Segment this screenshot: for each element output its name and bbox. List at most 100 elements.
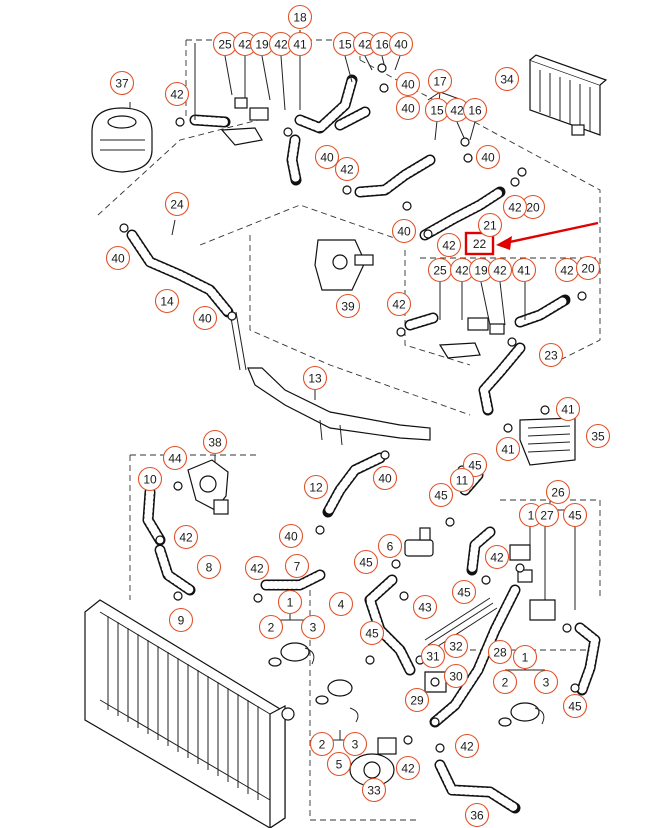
callout-42[interactable]: 42 (232, 31, 258, 57)
callout-39[interactable]: 39 (335, 293, 361, 319)
bracket (424, 671, 447, 693)
callout-42[interactable]: 42 (436, 232, 462, 258)
callout-40[interactable]: 40 (372, 465, 398, 491)
callout-17[interactable]: 17 (427, 68, 453, 94)
callout-1[interactable]: 1 (512, 644, 538, 670)
callout-10[interactable]: 10 (137, 466, 163, 492)
callout-42[interactable]: 42 (449, 257, 475, 283)
callout-40[interactable]: 40 (314, 144, 340, 170)
callout-label: 42 (358, 37, 372, 51)
callout-42[interactable]: 42 (352, 31, 378, 57)
callout-31[interactable]: 31 (420, 643, 446, 669)
callout-45[interactable]: 45 (562, 502, 588, 528)
callout-12[interactable]: 12 (303, 474, 329, 500)
callout-36[interactable]: 36 (464, 802, 490, 828)
callout-40[interactable]: 40 (278, 523, 304, 549)
callout-25[interactable]: 25 (427, 257, 453, 283)
callout-45[interactable]: 45 (353, 549, 379, 575)
callout-42[interactable]: 42 (386, 291, 412, 317)
callout-26[interactable]: 26 (545, 479, 571, 505)
callout-7[interactable]: 7 (284, 553, 310, 579)
callout-42[interactable]: 42 (334, 156, 360, 182)
callout-43[interactable]: 43 (412, 594, 438, 620)
callout-32[interactable]: 32 (443, 633, 469, 659)
callout-42[interactable]: 42 (484, 544, 510, 570)
callout-41[interactable]: 41 (511, 257, 537, 283)
callout-1[interactable]: 1 (277, 589, 303, 615)
callout-15[interactable]: 15 (424, 97, 450, 123)
callout-13[interactable]: 13 (302, 365, 328, 391)
callout-16[interactable]: 16 (369, 31, 395, 57)
callout-45[interactable]: 45 (359, 620, 385, 646)
callout-42[interactable]: 42 (554, 257, 580, 283)
callout-circle (314, 144, 340, 170)
callout-20[interactable]: 20 (520, 194, 546, 220)
callout-40[interactable]: 40 (475, 144, 501, 170)
callout-18[interactable]: 18 (287, 4, 313, 30)
callout-42[interactable]: 42 (395, 755, 421, 781)
callout-20[interactable]: 20 (575, 255, 601, 281)
callout-label: 40 (198, 311, 212, 325)
callout-circle (164, 81, 190, 107)
callout-circle (372, 465, 398, 491)
highlight-callout-22[interactable]: 22 (464, 231, 495, 256)
callout-2[interactable]: 2 (258, 614, 284, 640)
callout-37[interactable]: 37 (109, 70, 135, 96)
callout-40[interactable]: 40 (395, 95, 421, 121)
callout-45[interactable]: 45 (451, 579, 477, 605)
callout-42[interactable]: 42 (173, 524, 199, 550)
callout-42[interactable]: 42 (268, 31, 294, 57)
callout-40[interactable]: 40 (391, 218, 417, 244)
callout-45[interactable]: 45 (562, 693, 588, 719)
callout-40[interactable]: 40 (192, 305, 218, 331)
callout-circle (545, 479, 571, 505)
callout-6[interactable]: 6 (377, 533, 403, 559)
callout-42[interactable]: 42 (454, 733, 480, 759)
callout-45[interactable]: 45 (428, 482, 454, 508)
callout-5[interactable]: 5 (326, 751, 352, 777)
callout-circle (436, 232, 462, 258)
callout-3[interactable]: 3 (533, 669, 559, 695)
callout-label: 42 (340, 162, 354, 176)
callout-44[interactable]: 44 (162, 445, 188, 471)
callout-21[interactable]: 21 (477, 212, 503, 238)
callout-circle (538, 342, 564, 368)
callout-42[interactable]: 42 (444, 97, 470, 123)
callout-29[interactable]: 29 (404, 687, 430, 713)
callout-41[interactable]: 41 (495, 436, 521, 462)
callout-30[interactable]: 30 (443, 663, 469, 689)
callout-3[interactable]: 3 (342, 731, 368, 757)
callout-35[interactable]: 35 (585, 423, 611, 449)
callout-11[interactable]: 11 (449, 467, 475, 493)
callout-40[interactable]: 40 (395, 71, 421, 97)
callout-circle (386, 291, 412, 317)
callout-3[interactable]: 3 (300, 614, 326, 640)
callout-41[interactable]: 41 (555, 396, 581, 422)
callout-27[interactable]: 27 (534, 502, 560, 528)
callout-40[interactable]: 40 (105, 245, 131, 271)
callout-40[interactable]: 40 (388, 31, 414, 57)
callout-circle (388, 31, 414, 57)
callout-34[interactable]: 34 (494, 66, 520, 92)
callout-23[interactable]: 23 (538, 342, 564, 368)
callout-label: 1 (528, 508, 535, 522)
callout-14[interactable]: 14 (154, 288, 180, 314)
callout-16[interactable]: 16 (462, 97, 488, 123)
callout-8[interactable]: 8 (196, 554, 222, 580)
callout-circle (202, 429, 228, 455)
callout-2[interactable]: 2 (492, 669, 518, 695)
callout-24[interactable]: 24 (164, 191, 190, 217)
callout-42[interactable]: 42 (164, 81, 190, 107)
callout-42[interactable]: 42 (244, 555, 270, 581)
callout-38[interactable]: 38 (202, 429, 228, 455)
callout-4[interactable]: 4 (328, 591, 354, 617)
callout-28[interactable]: 28 (487, 639, 513, 665)
callout-2[interactable]: 2 (309, 731, 335, 757)
callout-42[interactable]: 42 (487, 257, 513, 283)
callout-42[interactable]: 42 (502, 194, 528, 220)
callout-25[interactable]: 25 (212, 31, 238, 57)
callout-9[interactable]: 9 (168, 607, 194, 633)
callout-33[interactable]: 33 (361, 777, 387, 803)
callout-41[interactable]: 41 (287, 31, 313, 57)
